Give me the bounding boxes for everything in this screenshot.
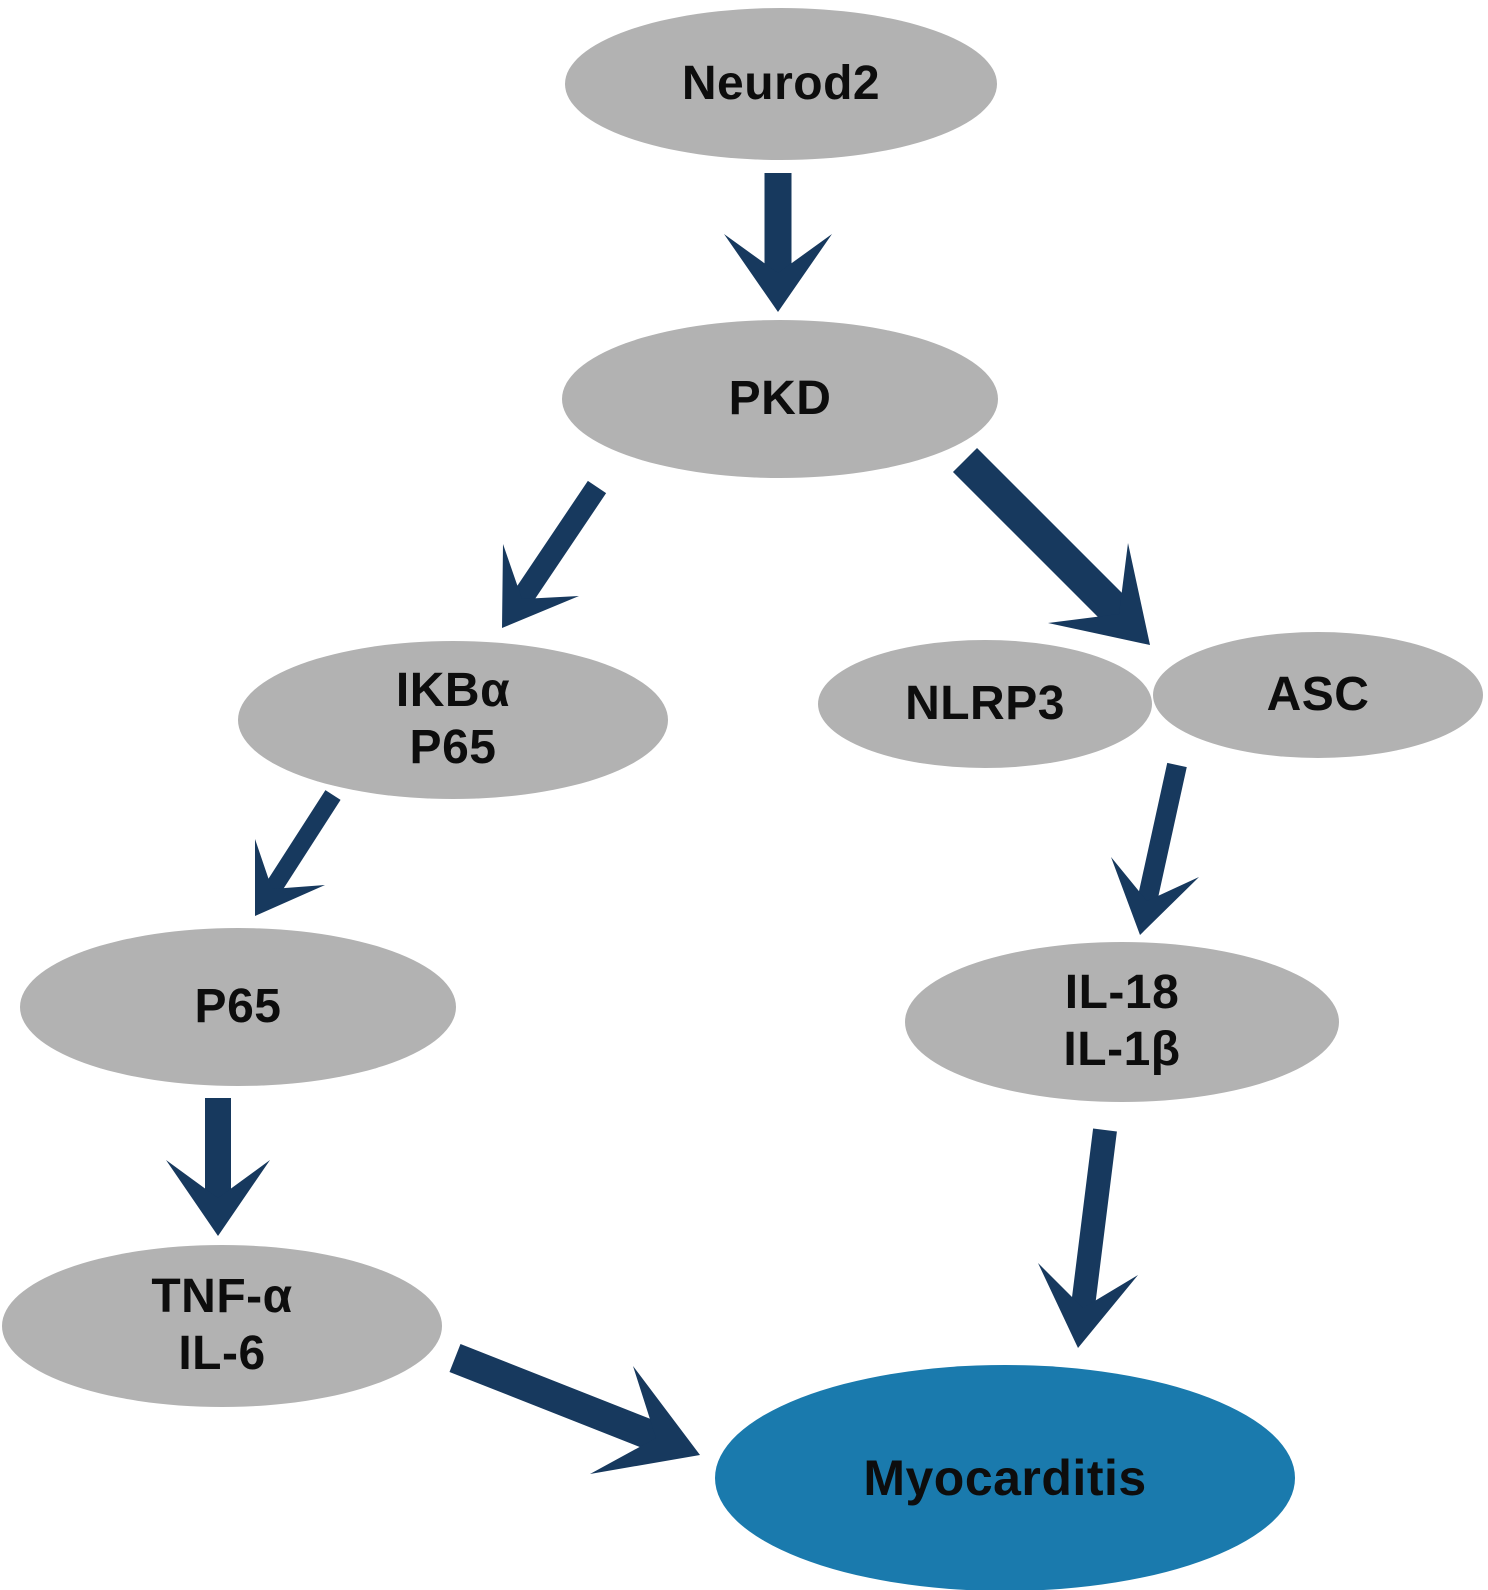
node-tnf-il6-line2: IL-6 <box>178 1327 266 1380</box>
node-ikba-p65: IKBα P65 <box>238 641 668 799</box>
arrow-nlrp3-asc-to-il18-il1b <box>1111 762 1199 935</box>
node-ikba-p65-line1: IKBα <box>395 664 511 718</box>
arrow-p65-to-tnf-il6 <box>166 1098 270 1236</box>
node-pkd-label: PKD <box>728 371 832 425</box>
arrow-neurod2-to-pkd <box>724 173 832 312</box>
node-il18-il1b: IL-18 IL-1β <box>905 942 1339 1102</box>
arrow-pkd-to-ikba-p65 <box>502 480 607 628</box>
node-ikba-p65-line2: P65 <box>409 721 497 774</box>
arrow-il18-il1b-to-myocarditis <box>1038 1128 1138 1348</box>
node-neurod2-label: Neurod2 <box>681 56 881 110</box>
node-pkd: PKD <box>562 320 998 478</box>
node-nlrp3-label: NLRP3 <box>905 676 1065 730</box>
node-tnf-il6-line1: TNF-α <box>151 1270 293 1324</box>
node-il18-il1b-line2: IL-1β <box>1063 1023 1181 1076</box>
node-myocarditis-label: Myocarditis <box>863 1449 1147 1506</box>
node-il18-il1b-line1: IL-18 <box>1064 966 1180 1020</box>
arrow-ikba-p65-to-p65 <box>255 790 341 916</box>
node-p65: P65 <box>20 928 456 1086</box>
arrow-pkd-to-nlrp3-asc <box>952 447 1150 645</box>
node-myocarditis: Myocarditis <box>715 1365 1295 1590</box>
node-asc-label: ASC <box>1266 667 1370 721</box>
arrow-tnf-il6-to-myocarditis <box>449 1344 700 1474</box>
node-p65-label: P65 <box>194 979 282 1033</box>
node-tnf-il6: TNF-α IL-6 <box>2 1245 442 1407</box>
node-nlrp3: NLRP3 <box>818 640 1152 768</box>
node-asc: ASC <box>1153 632 1483 758</box>
node-neurod2: Neurod2 <box>565 8 997 160</box>
